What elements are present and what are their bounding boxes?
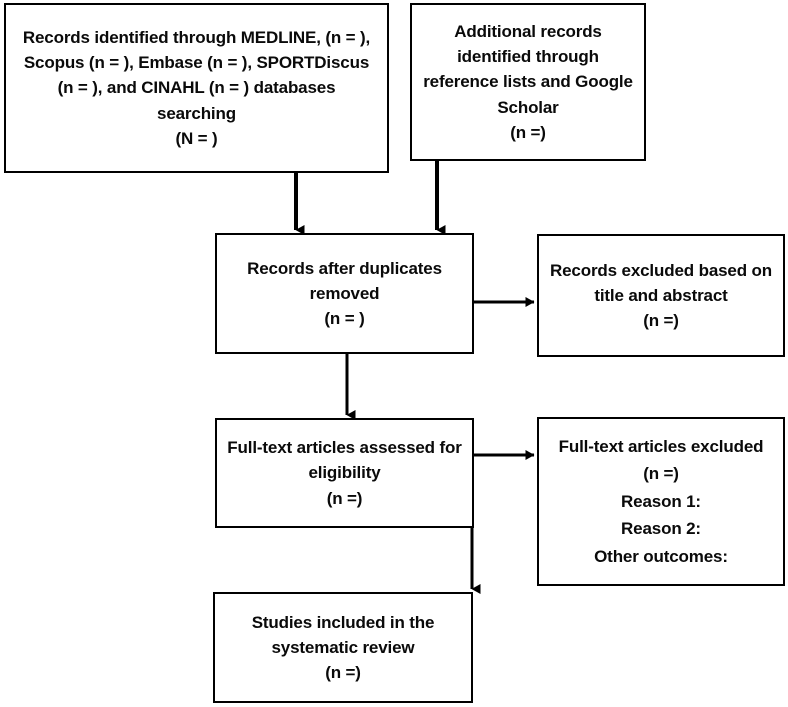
box-fulltext-articles-assessed: Full-text articles assessed for eligibil… <box>215 418 474 528</box>
box-records-excluded-text: Records excluded based on title and abst… <box>549 260 773 331</box>
box-records-identified-other-sources: Additional records identified through re… <box>410 3 646 161</box>
box-fulltext-articles-excluded-text: Full-text articles excluded (n =) Reason… <box>558 436 764 566</box>
box-studies-included-text: Studies included in the systematic revie… <box>251 612 435 683</box>
box-records-identified-databases: Records identified through MEDLINE, (n =… <box>4 3 389 173</box>
box-records-after-duplicates-removed: Records after duplicates removed (n = ) <box>215 233 474 354</box>
box-fulltext-articles-assessed-text: Full-text articles assessed for eligibil… <box>227 438 462 508</box>
box-records-after-duplicates-removed-text: Records after duplicates removed (n = ) <box>247 258 442 329</box>
box-records-identified-other-sources-text: Additional records identified through re… <box>423 22 633 142</box>
box-records-excluded: Records excluded based on title and abst… <box>537 234 785 357</box>
box-fulltext-articles-excluded: Full-text articles excluded (n =) Reason… <box>537 417 785 586</box>
box-records-identified-databases-text: Records identified through MEDLINE, (n =… <box>22 28 371 148</box>
box-studies-included: Studies included in the systematic revie… <box>213 592 473 703</box>
